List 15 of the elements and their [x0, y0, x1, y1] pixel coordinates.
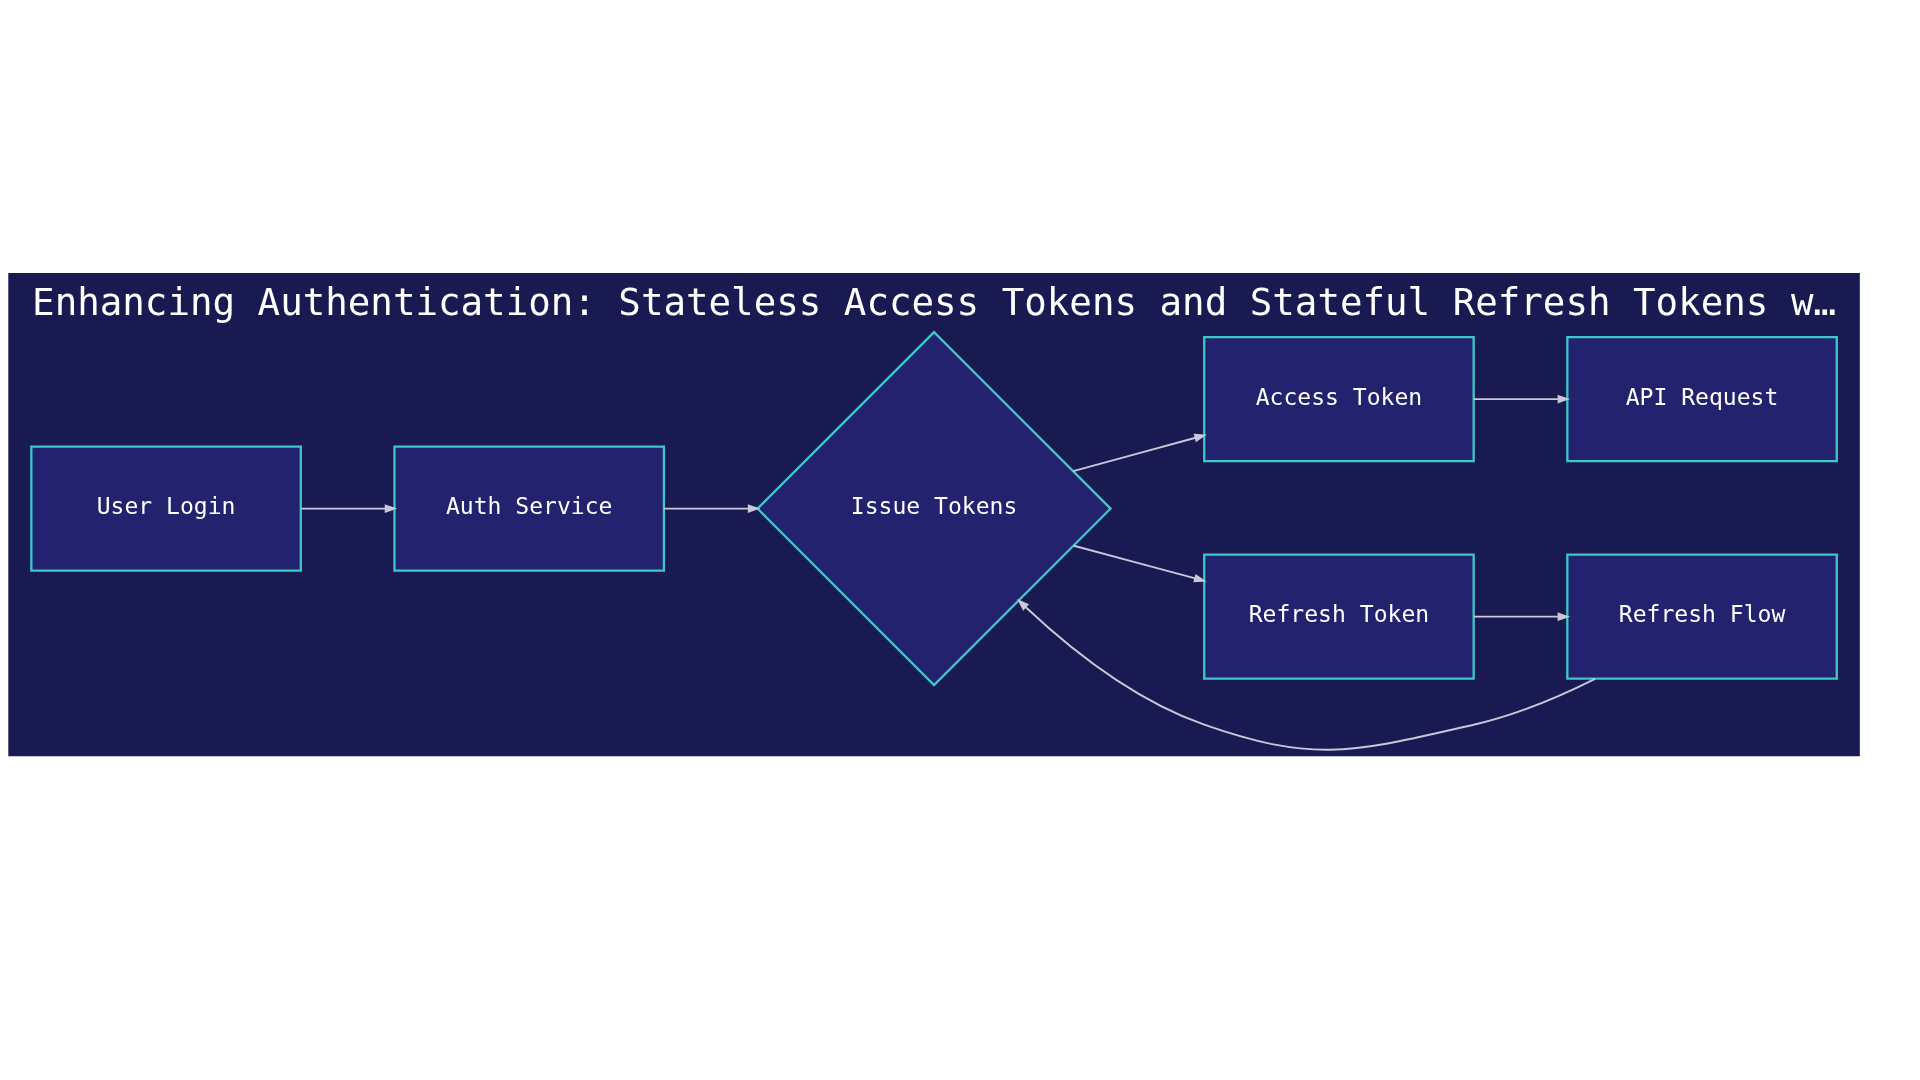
arrow [300, 503, 398, 513]
node-box: Auth Service [393, 444, 666, 572]
node-box: Refresh Token [1203, 553, 1475, 680]
arrow [1072, 433, 1207, 472]
node-box: User Login [30, 444, 302, 572]
arrow [1473, 611, 1571, 621]
arrow [1473, 394, 1571, 403]
node-diamond: Issue Tokens [755, 329, 1113, 687]
arrow [663, 503, 761, 513]
node-box: Access Token [1203, 335, 1475, 462]
node-box: API Request [1566, 335, 1838, 462]
arrow [1017, 598, 1596, 751]
arrow [1072, 544, 1207, 582]
node-box: Refresh Flow [1566, 553, 1838, 680]
diagram-title: Enhancing Authentication: Stateless Access Tokens and Stateful Refresh Tokens w… [32, 279, 1837, 323]
